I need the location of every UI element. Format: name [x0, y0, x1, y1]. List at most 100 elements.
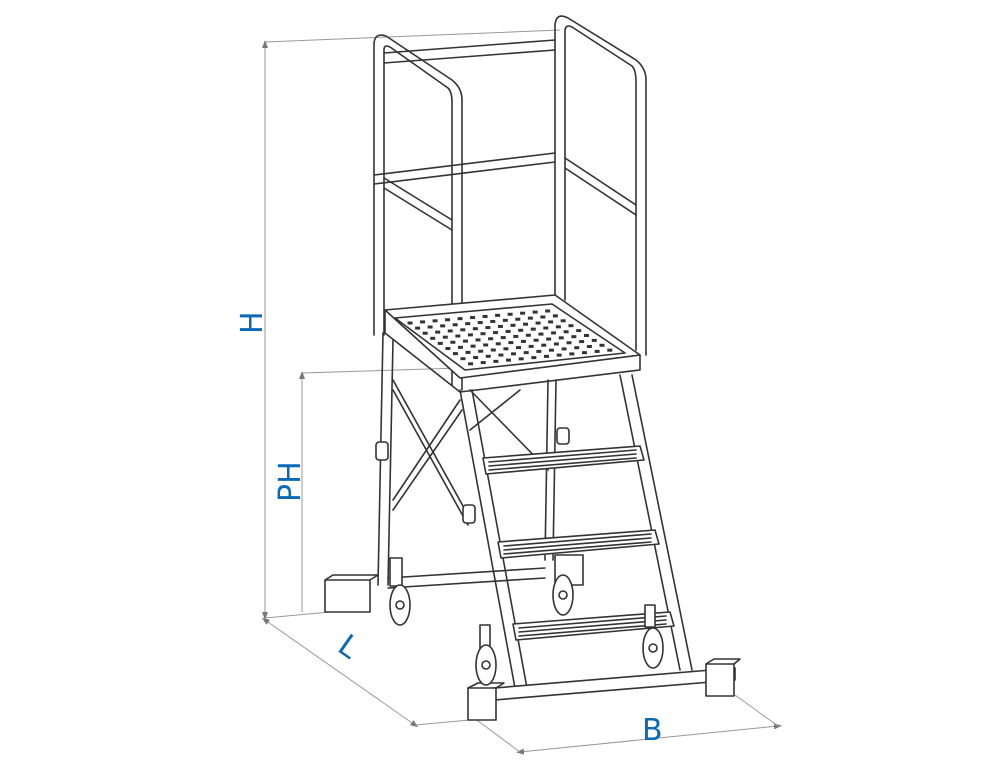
- perforation-hole: [455, 334, 461, 338]
- perforation-hole: [532, 310, 538, 314]
- perforation-hole: [530, 327, 536, 331]
- perforation-hole: [518, 328, 524, 332]
- perforation-hole: [513, 334, 519, 338]
- perforation-hole: [511, 352, 517, 356]
- perforation-hole: [462, 339, 468, 343]
- step: [497, 529, 660, 559]
- step: [512, 611, 675, 641]
- platform-perforations: [407, 309, 613, 366]
- perforation-hole: [548, 348, 554, 352]
- perforation-hole: [591, 338, 597, 342]
- perforation-hole: [473, 356, 479, 359]
- perforation-hole: [450, 340, 456, 344]
- perforation-hole: [465, 350, 471, 354]
- perforation-hole: [586, 345, 592, 348]
- perforation-hole: [483, 343, 489, 347]
- perforation-hole: [516, 346, 522, 350]
- perforation-hole: [432, 319, 438, 323]
- dimension-b: [469, 694, 782, 755]
- rear-frame: [324, 332, 570, 613]
- perforation-hole: [523, 351, 529, 355]
- perforation-hole: [506, 358, 512, 362]
- perforation-hole: [488, 337, 494, 341]
- perforation-hole: [445, 318, 451, 322]
- perforation-hole: [528, 344, 534, 348]
- label-ph: PH: [273, 461, 308, 502]
- wheel-front-right: [642, 604, 664, 669]
- perforation-hole: [510, 323, 516, 327]
- perforation-hole: [555, 325, 561, 329]
- perforation-hole: [543, 354, 549, 358]
- perforation-hole: [520, 339, 526, 343]
- perforation-hole: [579, 340, 585, 344]
- perforation-hole: [457, 317, 463, 321]
- perforation-hole: [556, 353, 562, 357]
- perforation-hole: [599, 343, 605, 347]
- perforation-hole: [520, 311, 526, 315]
- platform: [384, 294, 641, 393]
- perforation-hole: [485, 326, 491, 330]
- perforation-hole: [515, 317, 521, 321]
- perforation-hole: [538, 332, 544, 336]
- perforation-hole: [480, 332, 486, 336]
- perforation-hole: [523, 322, 529, 326]
- label-h: H: [235, 311, 270, 334]
- perforation-hole: [442, 335, 448, 339]
- perforation-hole: [480, 361, 486, 365]
- perforation-hole: [470, 316, 476, 320]
- perforation-hole: [407, 321, 413, 325]
- dimension-ph: [299, 367, 461, 612]
- perforation-hole: [508, 341, 514, 345]
- perforation-hole: [536, 349, 542, 353]
- perforation-hole: [447, 329, 453, 333]
- perforation-hole: [470, 344, 476, 348]
- perforation-hole: [525, 333, 531, 337]
- perforation-hole: [468, 362, 474, 366]
- perforation-hole: [560, 319, 566, 323]
- perforation-hole: [518, 357, 524, 361]
- perforation-hole: [430, 336, 436, 340]
- perforation-hole: [490, 319, 496, 323]
- perforation-hole: [475, 338, 481, 342]
- step: [482, 445, 645, 475]
- perforation-hole: [472, 327, 478, 331]
- perforation-hole: [445, 347, 451, 351]
- label-l: L: [331, 628, 365, 666]
- perforation-hole: [478, 349, 484, 353]
- perforation-hole: [551, 331, 557, 335]
- perforation-hole: [561, 347, 567, 351]
- perforation-hole: [460, 328, 466, 332]
- perforation-hole: [482, 314, 488, 318]
- perforation-hole: [437, 341, 443, 345]
- perforation-hole: [507, 312, 513, 316]
- perforation-hole: [552, 314, 558, 318]
- perforation-hole: [500, 336, 506, 340]
- perforation-hole: [502, 318, 508, 322]
- caster-wheels: [389, 554, 664, 686]
- perforation-hole: [465, 322, 471, 326]
- perforation-hole: [545, 309, 551, 313]
- perforation-hole: [553, 342, 559, 346]
- perforation-hole: [571, 335, 577, 339]
- perforation-hole: [583, 333, 589, 337]
- wheel-front-left: [475, 624, 497, 686]
- perforation-hole: [467, 333, 473, 337]
- perforation-hole: [452, 323, 458, 327]
- perforation-hole: [477, 321, 483, 325]
- perforation-hole: [576, 329, 582, 333]
- wheel-rear-right: [552, 554, 584, 616]
- perforation-hole: [427, 325, 433, 329]
- perforation-hole: [535, 321, 541, 325]
- perforation-hole: [594, 349, 600, 353]
- perforation-hole: [420, 320, 426, 324]
- perforation-hole: [563, 330, 569, 334]
- perforation-hole: [440, 324, 446, 328]
- perforation-hole: [457, 345, 463, 349]
- perforation-hole: [543, 326, 549, 330]
- perforation-hole: [558, 336, 564, 340]
- perforation-hole: [495, 342, 501, 346]
- wheel-rear-left: [389, 557, 411, 626]
- base: [467, 658, 741, 721]
- steps: [482, 445, 675, 641]
